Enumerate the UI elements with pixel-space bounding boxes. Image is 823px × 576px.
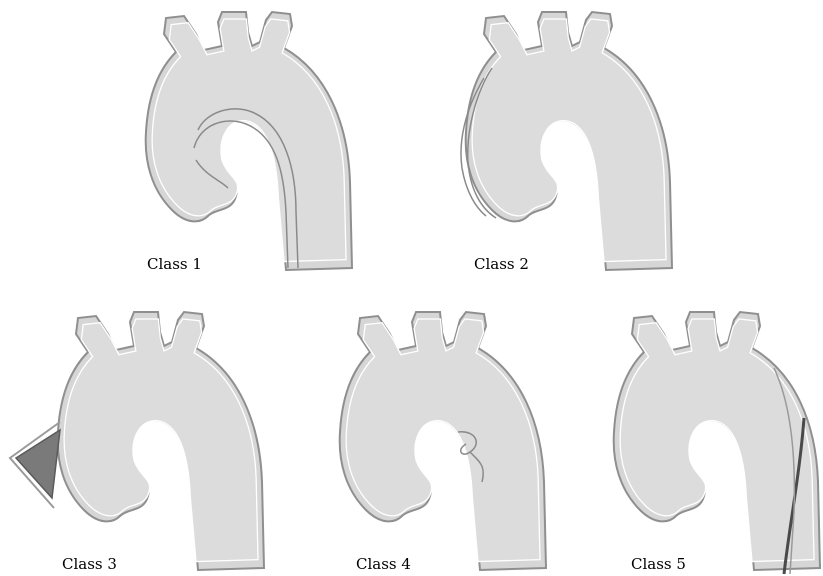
- aorta-class-3: [10, 312, 264, 570]
- class-4-label: Class 4: [356, 555, 411, 573]
- class-1-label: Class 1: [147, 255, 202, 273]
- aorta-class-5: [614, 312, 820, 574]
- aorta-class-1: [146, 12, 352, 270]
- aorta-class-2: [461, 12, 672, 270]
- class-5-label: Class 5: [631, 555, 686, 573]
- aorta-class-4: [340, 312, 546, 570]
- class-2-label: Class 2: [474, 255, 529, 273]
- ulcer-wedge-class-3: [16, 430, 60, 498]
- class-3-label: Class 3: [62, 555, 117, 573]
